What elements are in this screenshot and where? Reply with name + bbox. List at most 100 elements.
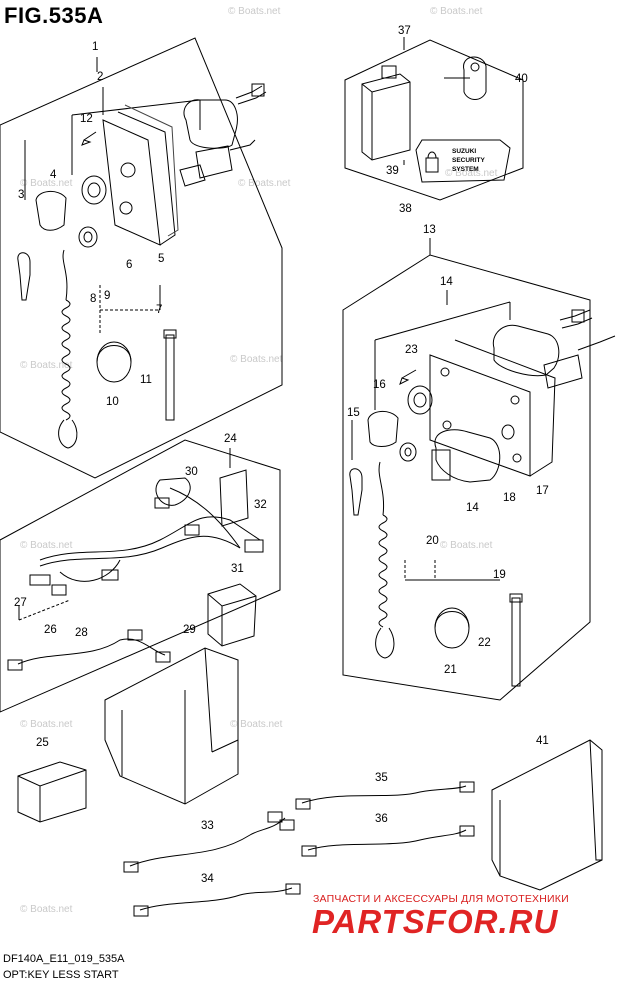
cap: [434, 607, 470, 649]
key-cap: [35, 191, 67, 231]
watermark-text: © Boats.net: [20, 178, 73, 189]
security-badge: [415, 139, 511, 183]
badge-line: SUZUKI: [452, 148, 476, 155]
callout-number: 21: [444, 664, 457, 676]
cover-box: [17, 761, 87, 823]
callout-number: 31: [231, 563, 244, 575]
ignition-switch: [183, 99, 238, 149]
callout-number: 30: [185, 466, 198, 478]
watermark-text: © Boats.net: [238, 178, 291, 189]
key: [349, 468, 363, 516]
callout-number: 38: [399, 203, 412, 215]
lanyard-coil: [378, 514, 388, 628]
extension-harnesses: [123, 781, 475, 917]
callout-number: 16: [373, 379, 386, 391]
badge-line: SYSTEM: [452, 166, 479, 173]
key: [17, 252, 31, 301]
ring-nut: [81, 175, 107, 205]
callout-number: 26: [44, 624, 57, 636]
wiring-harness: [17, 638, 166, 665]
callout-number: 27: [14, 597, 27, 609]
callout-number: 25: [36, 737, 49, 749]
cap: [96, 341, 132, 383]
watermark-text: © Boats.net: [20, 540, 73, 551]
group-immobilizer: SUZUKI SECURITY SYSTEM: [344, 37, 524, 201]
toggle-switch: [434, 429, 501, 483]
group-harness-relay: [0, 439, 281, 713]
lock-icon: [425, 151, 439, 173]
figure-description: OPT:KEY LESS START: [3, 969, 119, 981]
callout-number: 10: [106, 396, 119, 408]
callout-number: 11: [140, 374, 152, 386]
callout-number: 32: [254, 499, 267, 511]
callout-number: 17: [536, 485, 549, 497]
logo-wordmark: PARTSFOR.RU: [312, 903, 559, 940]
callout-number: 5: [158, 253, 164, 265]
engine-control-unit: [491, 739, 603, 891]
callout-number: 15: [347, 407, 360, 419]
callout-number: 2: [97, 71, 103, 83]
watermarks: © Boats.net © Boats.net © Boats.net © Bo…: [20, 6, 498, 915]
figure-code: DF140A_E11_019_535A: [3, 953, 125, 965]
callout-number: 35: [375, 772, 388, 784]
watermark-text: © Boats.net: [20, 904, 73, 915]
group-ignition-switch-assembly: [0, 37, 283, 479]
gasket: [124, 104, 179, 237]
callout-number: 8: [90, 293, 96, 305]
callout-number: 24: [224, 433, 237, 445]
callout-number: 7: [156, 304, 162, 316]
watermark-text: © Boats.net: [230, 719, 283, 730]
lanyard-coil: [61, 299, 71, 421]
callout-number: 3: [18, 189, 24, 201]
callout-number: 23: [405, 344, 418, 356]
callout-number: 41: [536, 735, 549, 747]
watermark-text: © Boats.net: [430, 6, 483, 17]
key-fob: [463, 56, 487, 100]
group-outline: [344, 39, 524, 201]
cable-tie: [165, 334, 175, 421]
watermark-text: © Boats.net: [445, 168, 498, 179]
callout-number: 37: [398, 25, 411, 37]
group-outline: [0, 439, 281, 713]
watermark-text: © Boats.net: [440, 540, 493, 551]
watermark-text: © Boats.net: [20, 360, 73, 371]
callout-number: 18: [503, 492, 516, 504]
ring-nut: [407, 385, 433, 415]
callout-number: 33: [201, 820, 214, 832]
cable-tie: [511, 597, 521, 687]
callout-number: 20: [426, 535, 439, 547]
callout-number: 9: [104, 290, 110, 302]
logo-tagline: ЗАПЧАСТИ И АКСЕССУАРЫ ДЛЯ МОТОТЕХНИКИ: [313, 893, 569, 905]
bracket-plate: [429, 354, 531, 477]
immobilizer-module: [361, 73, 411, 161]
callout-number: 12: [80, 113, 93, 125]
badge-line: SECURITY: [452, 157, 486, 164]
callout-number: 40: [515, 73, 528, 85]
wiring-harness: [39, 516, 261, 561]
bracket-plate: [102, 119, 161, 246]
stop-switch: [543, 354, 583, 389]
callout-number: 29: [183, 624, 196, 636]
callout-number: 1: [92, 41, 98, 53]
watermark-text: © Boats.net: [228, 6, 281, 17]
callout-number: 4: [50, 169, 57, 181]
callout-number: 36: [375, 813, 388, 825]
callout-number: 22: [478, 637, 491, 649]
callout-number: 28: [75, 627, 88, 639]
callout-number: 6: [126, 259, 132, 271]
group-outline: [0, 37, 283, 479]
relay: [207, 583, 257, 647]
callout-number: 14: [440, 276, 453, 288]
callout-number: 34: [201, 873, 214, 885]
watermark-text: © Boats.net: [230, 354, 283, 365]
mounting-bracket: [104, 647, 239, 805]
callout-number: 13: [423, 224, 436, 236]
group-dual-switch-assembly: [342, 238, 616, 701]
watermark-text: © Boats.net: [20, 719, 73, 730]
stop-switch: [195, 145, 233, 179]
label-sticker: [219, 469, 249, 527]
callout-number: 19: [493, 569, 506, 581]
